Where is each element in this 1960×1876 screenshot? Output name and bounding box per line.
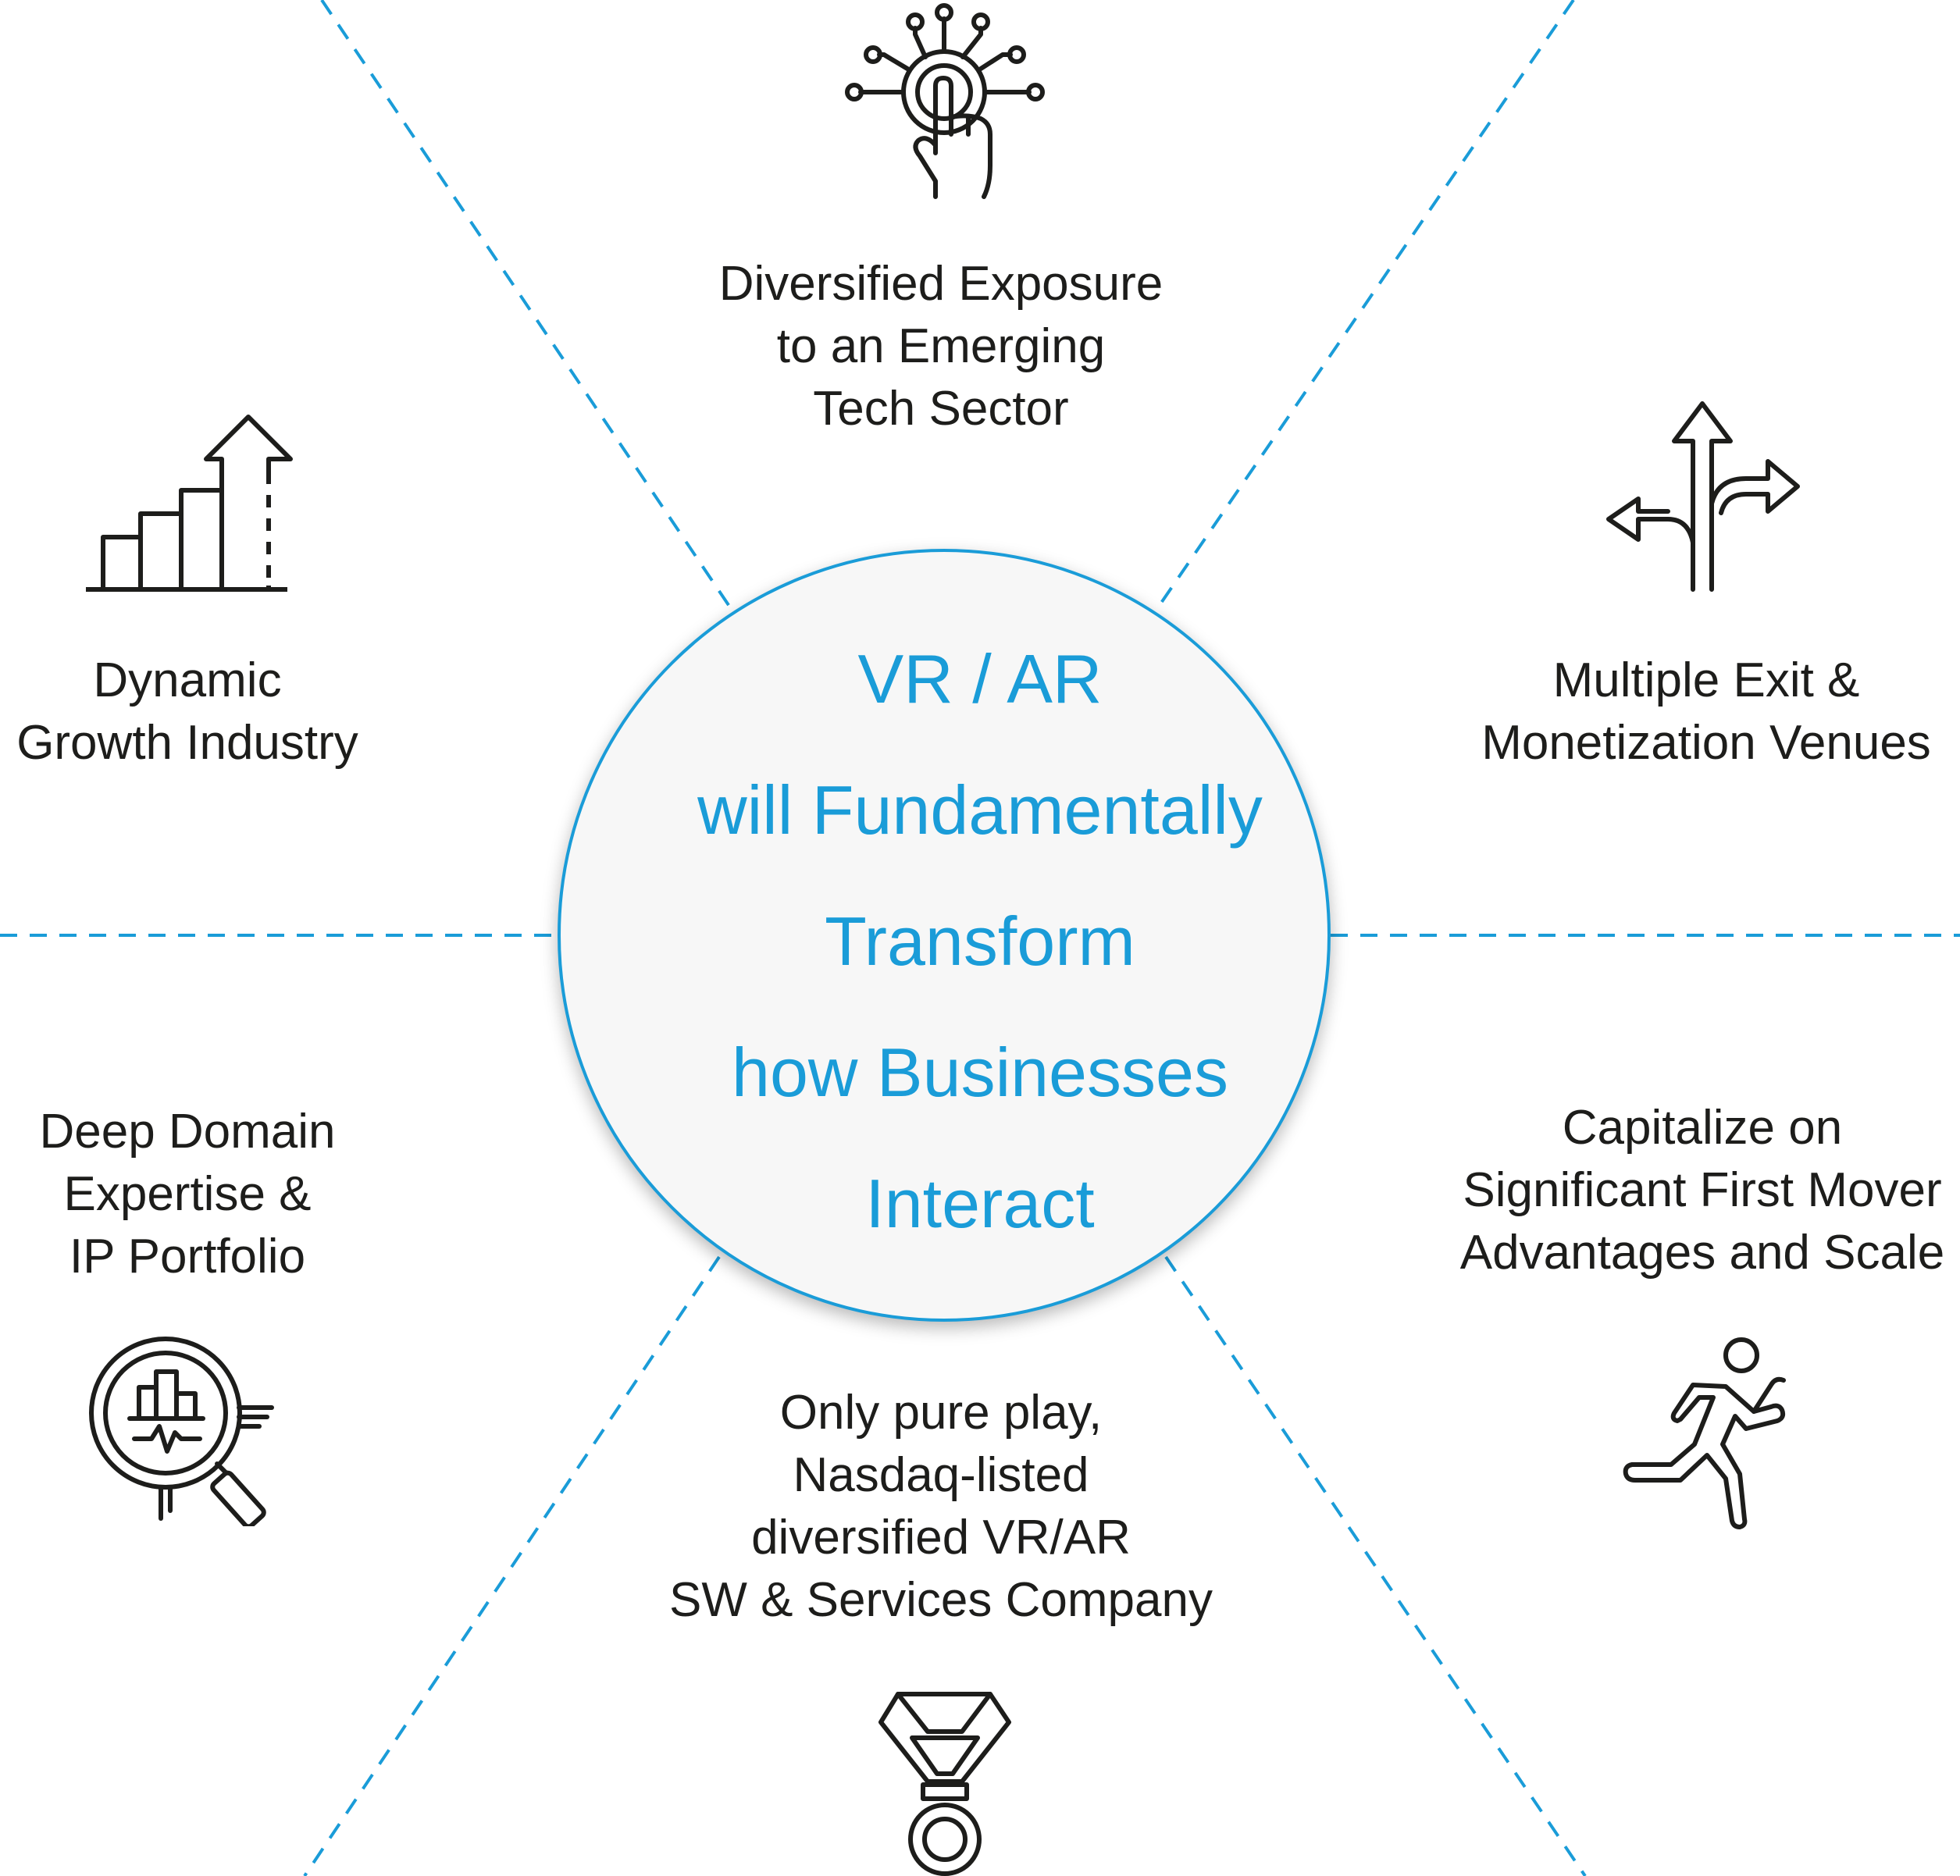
segment-bottom-line-1: Only pure play,: [779, 1386, 1103, 1440]
medal-icon: [878, 1692, 1011, 1876]
center-line-1: VR / AR: [857, 640, 1103, 717]
segment-bottom-right-line-1: Capitalize on: [1562, 1101, 1843, 1155]
growth-chart-icon: [86, 415, 293, 592]
divider-top-left: [320, 0, 732, 609]
segment-bottom-left-text: Deep Domain Expertise & IP Portfolio: [0, 1101, 375, 1288]
segment-bottom-left-line-1: Deep Domain: [39, 1105, 336, 1159]
segment-bottom-right-line-3: Advantages and Scale: [1459, 1226, 1945, 1280]
segment-bottom-left-line-2: Expertise &: [63, 1167, 312, 1221]
segment-top-right-line-2: Monetization Venues: [1481, 716, 1931, 770]
segment-top-right-line-1: Multiple Exit &: [1552, 653, 1860, 707]
divider-bottom-left: [303, 1255, 721, 1876]
magnifier-analytics-icon: [89, 1337, 274, 1526]
divider-top-right: [1156, 0, 1575, 609]
running-person-icon: [1623, 1337, 1786, 1529]
segment-bottom-line-4: SW & Services Company: [669, 1573, 1213, 1627]
center-line-4: how Businesses: [732, 1034, 1228, 1111]
segment-bottom-left-line-3: IP Portfolio: [69, 1230, 306, 1283]
segment-bottom-line-3: diversified VR/AR: [751, 1511, 1131, 1565]
center-line-5: Interact: [865, 1165, 1095, 1242]
segment-top-line-2: to an Emerging: [776, 319, 1106, 373]
segment-bottom-right-line-2: Significant First Mover: [1463, 1163, 1942, 1217]
segment-bottom-text: Only pure play, Nasdaq-listed diversifie…: [640, 1382, 1242, 1632]
center-line-2: will Fundamentally: [697, 771, 1263, 849]
segment-bottom-line-2: Nasdaq-listed: [793, 1448, 1089, 1502]
segment-top-left-line-1: Dynamic: [93, 653, 282, 707]
touch-network-icon: [845, 3, 1045, 199]
segment-top-left-line-2: Growth Industry: [16, 716, 358, 770]
segment-top-text: Diversified Exposure to an Emerging Tech…: [699, 253, 1183, 440]
segment-top-line-3: Tech Sector: [813, 382, 1069, 436]
segment-bottom-right-text: Capitalize on Significant First Mover Ad…: [1429, 1097, 1960, 1284]
center-circle: [558, 549, 1331, 1322]
segment-top-right-text: Multiple Exit & Monetization Venues: [1452, 650, 1960, 774]
segment-top-left-text: Dynamic Growth Industry: [0, 650, 375, 774]
branching-arrows-icon: [1606, 401, 1800, 592]
segment-top-line-1: Diversified Exposure: [718, 257, 1164, 311]
divider-bottom-right: [1164, 1255, 1587, 1876]
center-line-3: Transform: [825, 902, 1135, 980]
